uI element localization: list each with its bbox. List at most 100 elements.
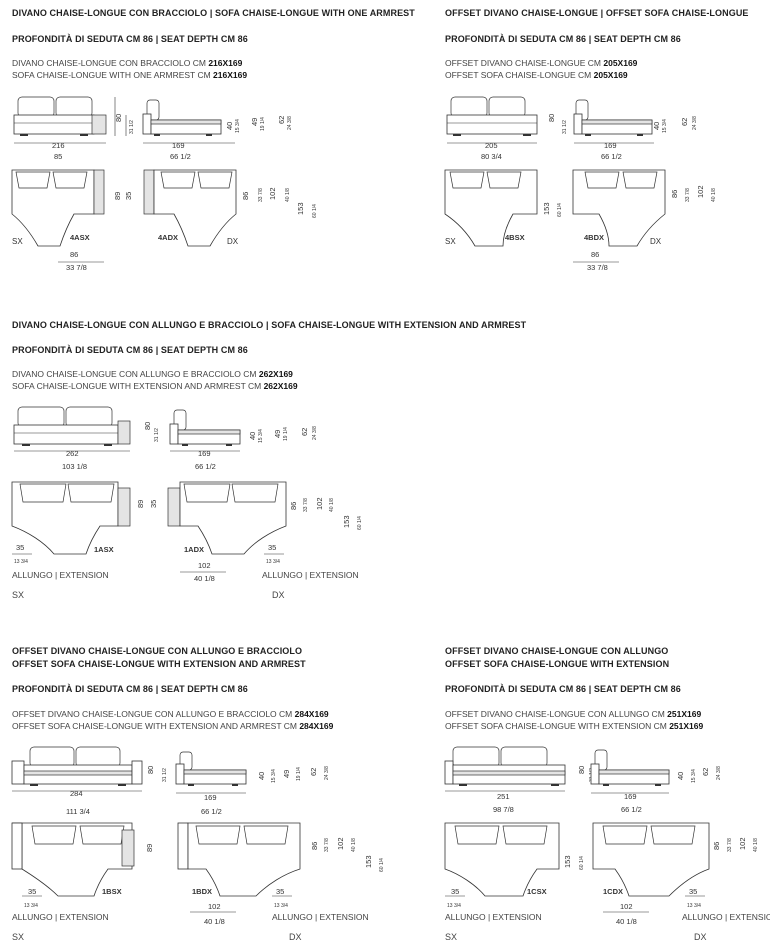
svg-text:1CSX: 1CSX (527, 887, 547, 896)
seat-depth: PROFONDITÀ DI SEDUTA CM 86 | SEAT DEPTH … (445, 684, 681, 694)
svg-text:62: 62 (680, 118, 689, 126)
seat-depth: PROFONDITÀ DI SEDUTA CM 86 | SEAT DEPTH … (12, 34, 248, 44)
svg-text:19 1/4: 19 1/4 (260, 117, 266, 131)
svg-text:80: 80 (547, 114, 556, 122)
svg-text:86: 86 (70, 250, 78, 259)
svg-text:33 7/8: 33 7/8 (66, 263, 87, 272)
svg-text:86: 86 (591, 250, 599, 259)
svg-text:40 1/8: 40 1/8 (616, 917, 637, 926)
svg-text:102: 102 (268, 187, 277, 200)
svg-text:153: 153 (364, 855, 373, 868)
svg-text:40: 40 (676, 772, 685, 780)
svg-text:86: 86 (289, 502, 298, 510)
svg-text:60 1/4: 60 1/4 (357, 516, 363, 530)
section-title: DIVANO CHAISE-LONGUE CON BRACCIOLO | SOF… (12, 8, 415, 18)
svg-text:35: 35 (124, 192, 133, 200)
plan-sx: 1CSX 153 60 1/4 35 13 3/4 (444, 822, 585, 909)
svg-text:102: 102 (738, 837, 747, 850)
section-4-drawings: 80 31 1/2 284 111 3/4 40 15 3/4 49 19 1/… (11, 746, 385, 926)
side-sx-label: SX (12, 932, 25, 942)
svg-text:24 3/8: 24 3/8 (287, 116, 293, 130)
svg-text:DX: DX (650, 237, 662, 246)
plan-dx: 4ADX 86 33 7/8 102 40 1/8 153 60 1/4 (143, 169, 318, 247)
plan-sx: 1BSX 89 35 13 3/4 (11, 822, 154, 909)
svg-text:111 3/4: 111 3/4 (66, 807, 90, 816)
side-elevation: 40 15 3/4 62 24 3/8 169 66 1/2 (590, 749, 722, 814)
svg-text:35: 35 (451, 887, 459, 896)
svg-text:153: 153 (342, 515, 351, 528)
svg-text:169: 169 (198, 449, 211, 458)
svg-text:89: 89 (113, 192, 122, 200)
svg-text:40 1/8: 40 1/8 (711, 188, 717, 202)
svg-text:80: 80 (146, 766, 155, 774)
svg-text:60 1/4: 60 1/4 (579, 856, 585, 870)
svg-text:24 3/8: 24 3/8 (692, 116, 698, 130)
svg-text:19 1/4: 19 1/4 (296, 767, 302, 781)
svg-text:49: 49 (282, 770, 291, 778)
section-2-drawings: 80 31 1/2 205 80 3/4 40 15 3/4 62 24 3/8… (444, 96, 717, 272)
side-elevation: 40 15 3/4 49 19 1/4 62 24 3/8 169 66 1/2 (175, 751, 330, 816)
svg-text:40: 40 (248, 432, 257, 440)
svg-text:66 1/2: 66 1/2 (201, 807, 222, 816)
svg-text:33 7/8: 33 7/8 (324, 838, 330, 852)
svg-text:102: 102 (315, 497, 324, 510)
svg-text:66 1/2: 66 1/2 (621, 805, 642, 814)
model-line-it: DIVANO CHAISE-LONGUE CON ALLUNGO E BRACC… (12, 369, 293, 379)
svg-text:66 1/2: 66 1/2 (195, 462, 216, 471)
section-3-title: DIVANO CHAISE-LONGUE CON ALLUNGO E BRACC… (12, 320, 527, 330)
svg-text:80 3/4: 80 3/4 (481, 152, 502, 161)
svg-text:49: 49 (250, 118, 259, 126)
svg-text:62: 62 (277, 116, 286, 124)
extension-label-sx: ALLUNGO | EXTENSION (12, 912, 109, 922)
svg-text:33 7/8: 33 7/8 (727, 838, 733, 852)
svg-text:4BSX: 4BSX (505, 233, 525, 242)
svg-text:251: 251 (497, 792, 510, 801)
svg-text:1ADX: 1ADX (184, 545, 204, 554)
svg-text:40: 40 (652, 122, 661, 130)
svg-text:62: 62 (701, 768, 710, 776)
svg-text:4ADX: 4ADX (158, 233, 178, 242)
svg-text:4ASX: 4ASX (70, 233, 90, 242)
svg-text:13 3/4: 13 3/4 (14, 559, 28, 565)
dim-front-w: 216 (52, 141, 65, 150)
dim-h31: 31 1/2 (129, 120, 135, 134)
plan-dx: 4BDX 86 33 7/8 102 40 1/8 86 33 7/8 (572, 169, 717, 272)
svg-text:13 3/4: 13 3/4 (447, 903, 461, 909)
svg-text:169: 169 (204, 793, 217, 802)
svg-text:15 3/4: 15 3/4 (271, 769, 277, 783)
svg-text:89: 89 (145, 844, 154, 852)
model-line-it: OFFSET DIVANO CHAISE-LONGUE CM 205X169 (445, 58, 638, 68)
svg-text:13 3/4: 13 3/4 (274, 903, 288, 909)
model-line-en: OFFSET SOFA CHAISE-LONGUE WITH EXTENSION… (445, 721, 704, 731)
svg-text:86: 86 (712, 842, 721, 850)
svg-text:33 7/8: 33 7/8 (587, 263, 608, 272)
section-4-title: OFFSET DIVANO CHAISE-LONGUE CON ALLUNGO … (12, 646, 303, 656)
plan-dx: 1CDX 86 33 7/8 102 40 1/8 102 40 1/8 35 … (592, 822, 759, 926)
svg-text:60 1/4: 60 1/4 (312, 204, 318, 218)
svg-text:80: 80 (143, 422, 152, 430)
svg-text:4BDX: 4BDX (584, 233, 604, 242)
plan-sx: 4ASX 89 35 86 33 7/8 (11, 169, 133, 272)
svg-text:86: 86 (670, 190, 679, 198)
svg-text:40 1/8: 40 1/8 (194, 574, 215, 583)
side-elevation: 40 15 3/4 49 19 1/4 62 24 3/8 169 66 1/2 (169, 409, 318, 471)
front-elevation: 80 31 1/2 262 103 1/8 (13, 406, 160, 471)
plan-sx: 4BSX 153 60 1/4 (444, 169, 563, 247)
svg-text:SX: SX (445, 237, 456, 246)
svg-text:205: 205 (485, 141, 498, 150)
side-dx-label: DX (289, 932, 302, 942)
svg-text:262: 262 (66, 449, 79, 458)
plan-sx: 1ASX 89 35 35 13 3/4 (11, 481, 158, 565)
svg-text:86: 86 (310, 842, 319, 850)
svg-text:31 1/2: 31 1/2 (154, 428, 160, 442)
svg-text:40: 40 (225, 122, 234, 130)
svg-text:13 3/4: 13 3/4 (24, 903, 38, 909)
svg-text:33 7/8: 33 7/8 (258, 188, 264, 202)
section-2-title: OFFSET DIVANO CHAISE-LONGUE | OFFSET SOF… (445, 8, 749, 18)
svg-text:102: 102 (198, 561, 211, 570)
svg-text:80: 80 (577, 766, 586, 774)
model-line-en: OFFSET SOFA CHAISE-LONGUE CM 205X169 (445, 70, 628, 80)
svg-text:24 3/8: 24 3/8 (324, 766, 330, 780)
svg-text:1BSX: 1BSX (102, 887, 122, 896)
svg-text:169: 169 (172, 141, 185, 150)
